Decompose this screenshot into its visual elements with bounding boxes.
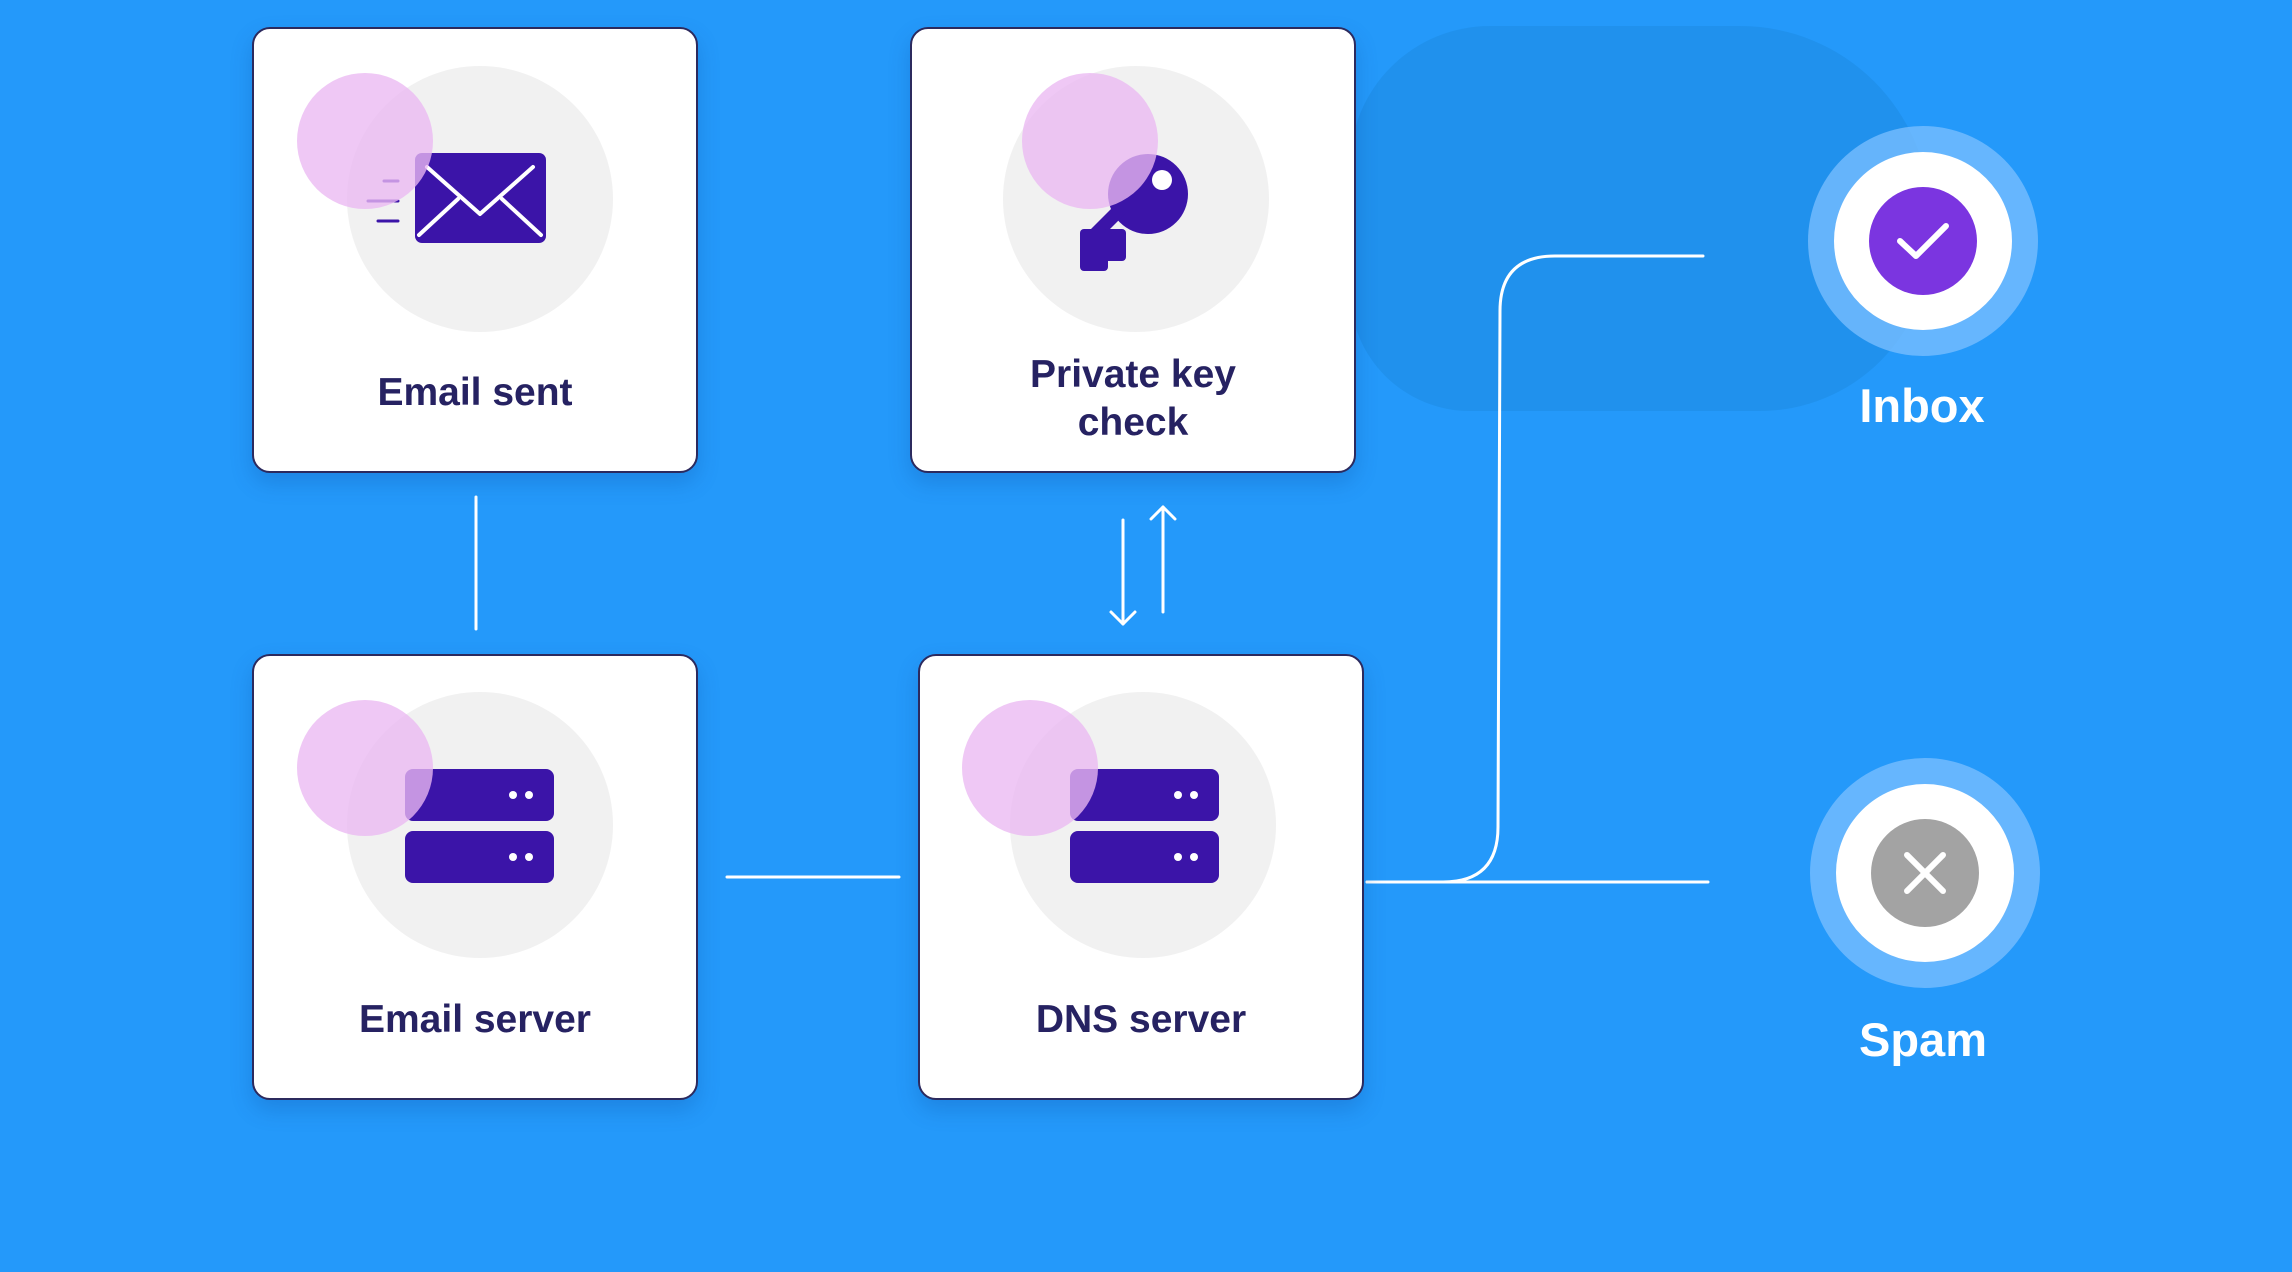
inbox-check-icon: [1808, 126, 2038, 356]
node-label: Email sent: [377, 371, 573, 414]
outcome-spam-label: Spam: [1859, 1013, 1987, 1066]
spam-x-icon: [1810, 758, 2040, 988]
node-email-sent: Email sent: [252, 27, 698, 473]
outcome-inbox-label: Inbox: [1859, 379, 1985, 432]
node-label: Private key check: [1030, 353, 1236, 444]
server-icon: [962, 692, 1276, 958]
edge-dns-server-to-inbox: [1365, 254, 1705, 884]
node-label: DNS server: [1035, 998, 1247, 1041]
envelope-icon: [297, 66, 613, 332]
node-dns-server: DNS server: [918, 654, 1364, 1100]
server-icon: [297, 692, 613, 958]
node-private-key-check: Private key check: [910, 27, 1356, 473]
node-label: Email server: [358, 998, 591, 1041]
key-icon: [1003, 66, 1269, 332]
node-email-server: Email server: [252, 654, 698, 1100]
edge-private-key-check-to-dns-server: [1109, 518, 1137, 626]
edge-dns-server-to-private-key-check: [1149, 505, 1177, 614]
